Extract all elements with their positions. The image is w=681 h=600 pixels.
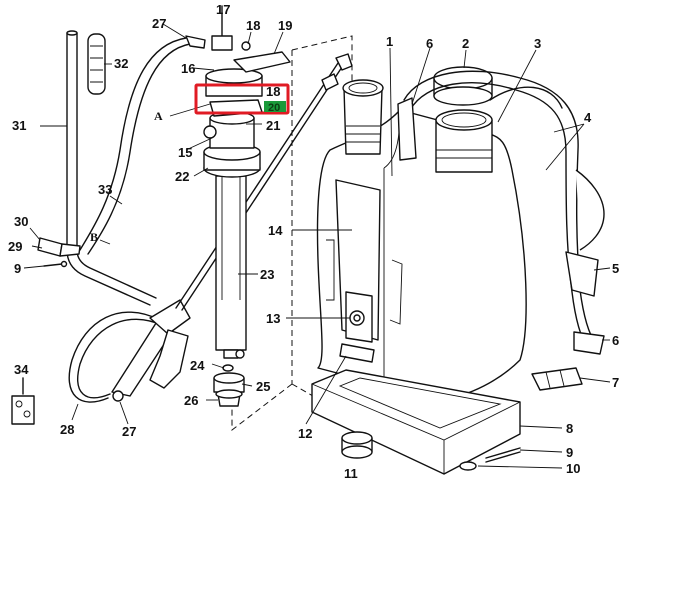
callout-11: 11 (344, 466, 358, 481)
lance-grip (87, 33, 106, 95)
callout-16: 16 (181, 61, 195, 76)
leader-lines (23, 14, 611, 469)
filler-neck (435, 109, 493, 173)
callout-1: 1 (386, 34, 393, 49)
callout-6-top: 6 (426, 36, 433, 51)
strap-buckle (531, 367, 583, 391)
extension-lance (175, 53, 353, 311)
delivery-hose (79, 35, 206, 255)
letter-b: B (90, 230, 98, 244)
callout-13: 13 (266, 311, 280, 326)
callout-18-box: 18 (266, 84, 280, 99)
callout-26: 26 (184, 393, 198, 408)
base-tray (311, 369, 521, 475)
callout-34: 34 (14, 362, 29, 377)
callout-30: 30 (14, 214, 28, 229)
drain-cap (341, 431, 373, 459)
callout-18-top: 18 (246, 18, 260, 33)
callout-6-bottom: 6 (612, 333, 619, 348)
letter-a: A (154, 109, 163, 123)
highlight-group (194, 83, 290, 115)
highlight-box (194, 83, 290, 115)
callout-14: 14 (268, 223, 283, 238)
pump-neck (342, 79, 384, 155)
callout-12: 12 (298, 426, 312, 441)
callout-25: 25 (256, 379, 270, 394)
callout-5: 5 (612, 261, 619, 276)
callout-2: 2 (462, 36, 469, 51)
foot-valve-parts (213, 364, 245, 407)
callout-9-right: 9 (566, 445, 573, 460)
callout-19: 19 (278, 18, 292, 33)
callout-22: 22 (175, 169, 189, 184)
seal-kit-icon (11, 377, 35, 425)
callout-15: 15 (178, 145, 192, 160)
pump-chamber (203, 111, 261, 178)
callout-8: 8 (566, 421, 573, 436)
callout-20: 20 (268, 102, 280, 114)
callout-29: 29 (8, 239, 22, 254)
pin-left (43, 260, 68, 268)
callout-17: 17 (216, 2, 230, 17)
callout-3: 3 (534, 36, 541, 51)
tank-pump-port (339, 291, 375, 363)
pump-head (205, 5, 291, 117)
pump-assembly-boundary (231, 35, 353, 432)
highlight-tag (264, 101, 286, 112)
pump-cylinder (215, 175, 247, 359)
callout-27-top: 27 (152, 16, 166, 31)
callout-9-left: 9 (14, 261, 21, 276)
callout-24: 24 (190, 358, 205, 373)
callout-10: 10 (566, 461, 580, 476)
callout-33: 33 (98, 182, 112, 197)
callout-21: 21 (266, 118, 280, 133)
callout-28: 28 (60, 422, 74, 437)
lance-tube (66, 30, 78, 251)
shoulder-straps (397, 70, 605, 355)
lance-elbow (37, 237, 157, 306)
tank-cap (433, 66, 493, 106)
callout-7: 7 (612, 375, 619, 390)
callout-4: 4 (584, 110, 592, 125)
lower-hose (68, 311, 165, 403)
callout-31: 31 (12, 118, 26, 133)
callout-32: 32 (114, 56, 128, 71)
callout-labels: 27 17 18 19 16 18 20 21 15 22 23 24 25 2… (8, 2, 619, 481)
callout-27-bottom: 27 (122, 424, 136, 439)
callout-23: 23 (260, 267, 274, 282)
trigger-handle (111, 299, 191, 402)
